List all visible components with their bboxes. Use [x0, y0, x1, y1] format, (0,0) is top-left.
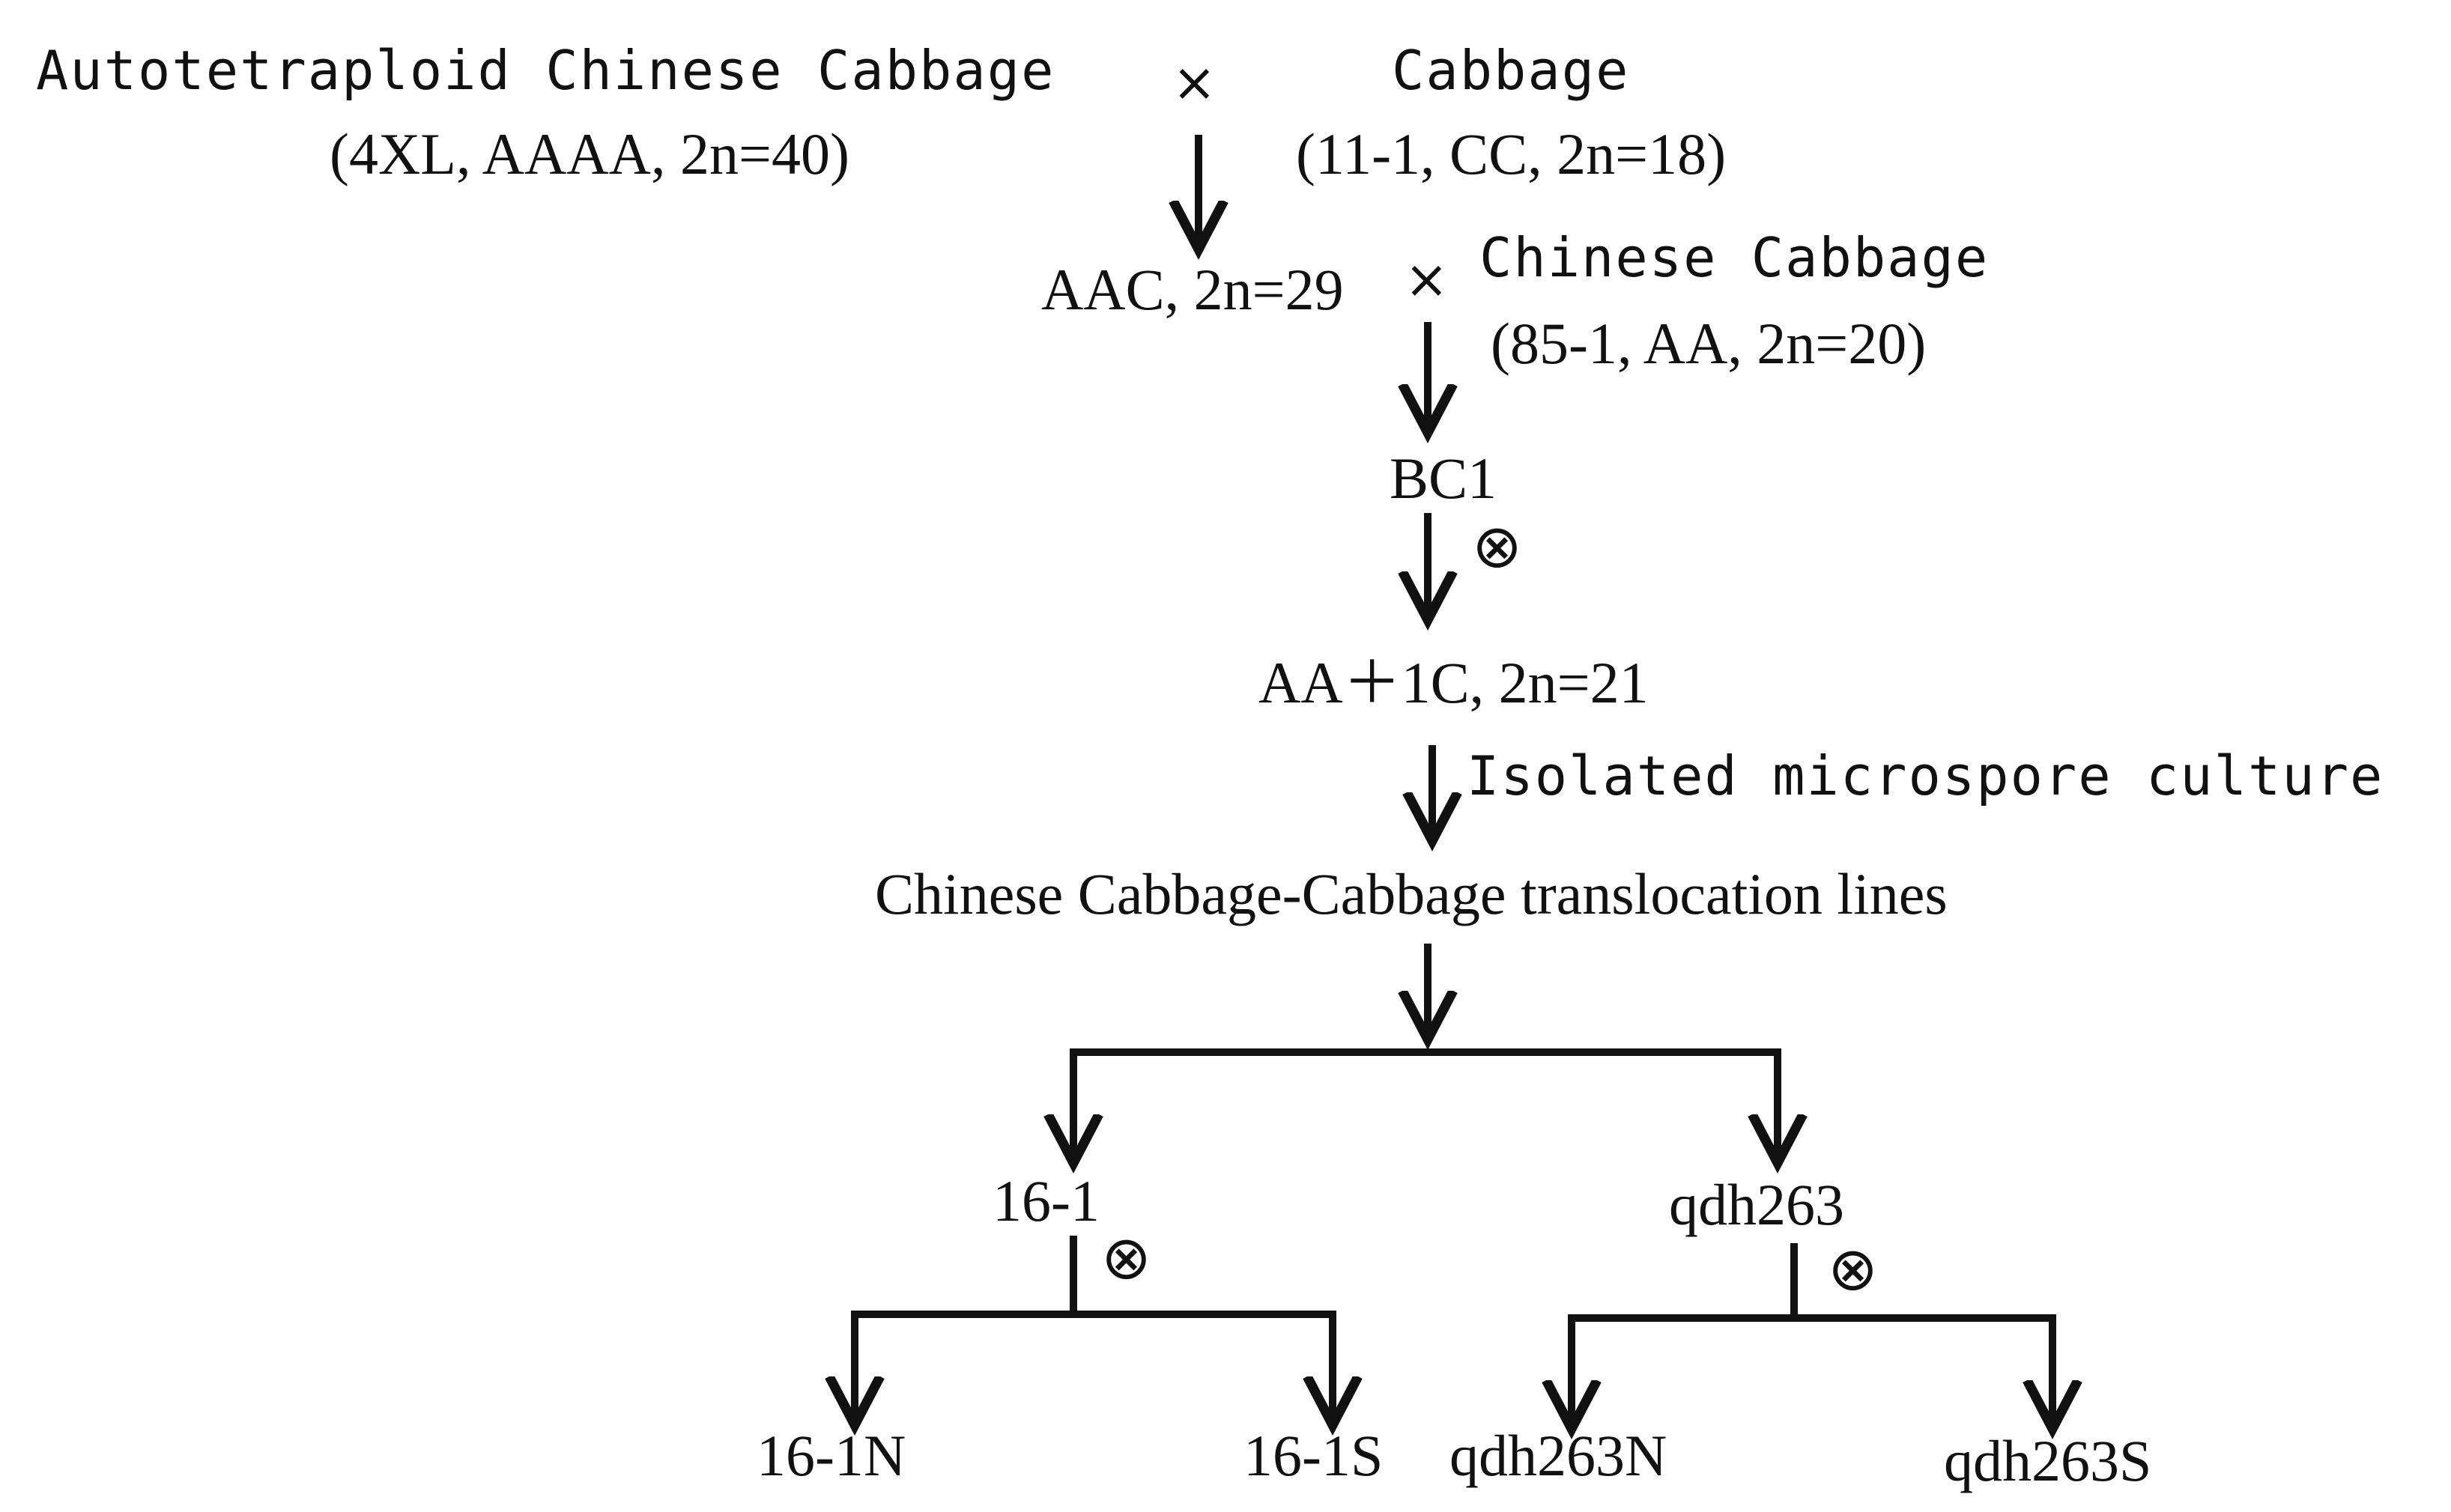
line-16-1-label: 16-1 [993, 1168, 1100, 1233]
offspring-qdh263S: qdh263S [1944, 1428, 2152, 1493]
offspring-16-1N: 16-1N [757, 1423, 906, 1488]
offspring-16-1S: 16-1S [1243, 1423, 1384, 1488]
parent-1-name: Autotetraploid Chinese Cabbage [36, 39, 1055, 102]
translocation-lines-label: Chinese Cabbage-Cabbage translocation li… [875, 861, 1948, 926]
parent-2-detail: (11-1, CC, 2n=18) [1296, 121, 1727, 186]
backcross-parent-detail: (85-1, AA, 2n=20) [1491, 311, 1927, 376]
culture-step-label: Isolated microspore culture [1467, 744, 2384, 807]
selfing-symbol-16-1: ⊗ [1101, 1223, 1152, 1293]
selfing-symbol-qdh263: ⊗ [1828, 1234, 1879, 1304]
parent-2-name: Cabbage [1392, 39, 1630, 102]
line-qdh263-label: qdh263 [1669, 1172, 1844, 1237]
parent-1-detail: (4XL, AAAA, 2n=40) [330, 121, 849, 186]
offspring-qdh263N: qdh263N [1449, 1423, 1667, 1488]
cross-symbol-2: × [1405, 249, 1449, 310]
selfing-symbol-bc1: ⊗ [1472, 511, 1523, 581]
cross-symbol-1: × [1172, 52, 1217, 113]
f1-hybrid-label: AAC, 2n=29 [1041, 257, 1344, 322]
bc1-label: BC1 [1390, 446, 1497, 511]
backcross-parent-name: Chinese Cabbage [1479, 226, 1990, 289]
addition-line-label: AA＋1C, 2n=21 [1258, 650, 1649, 715]
